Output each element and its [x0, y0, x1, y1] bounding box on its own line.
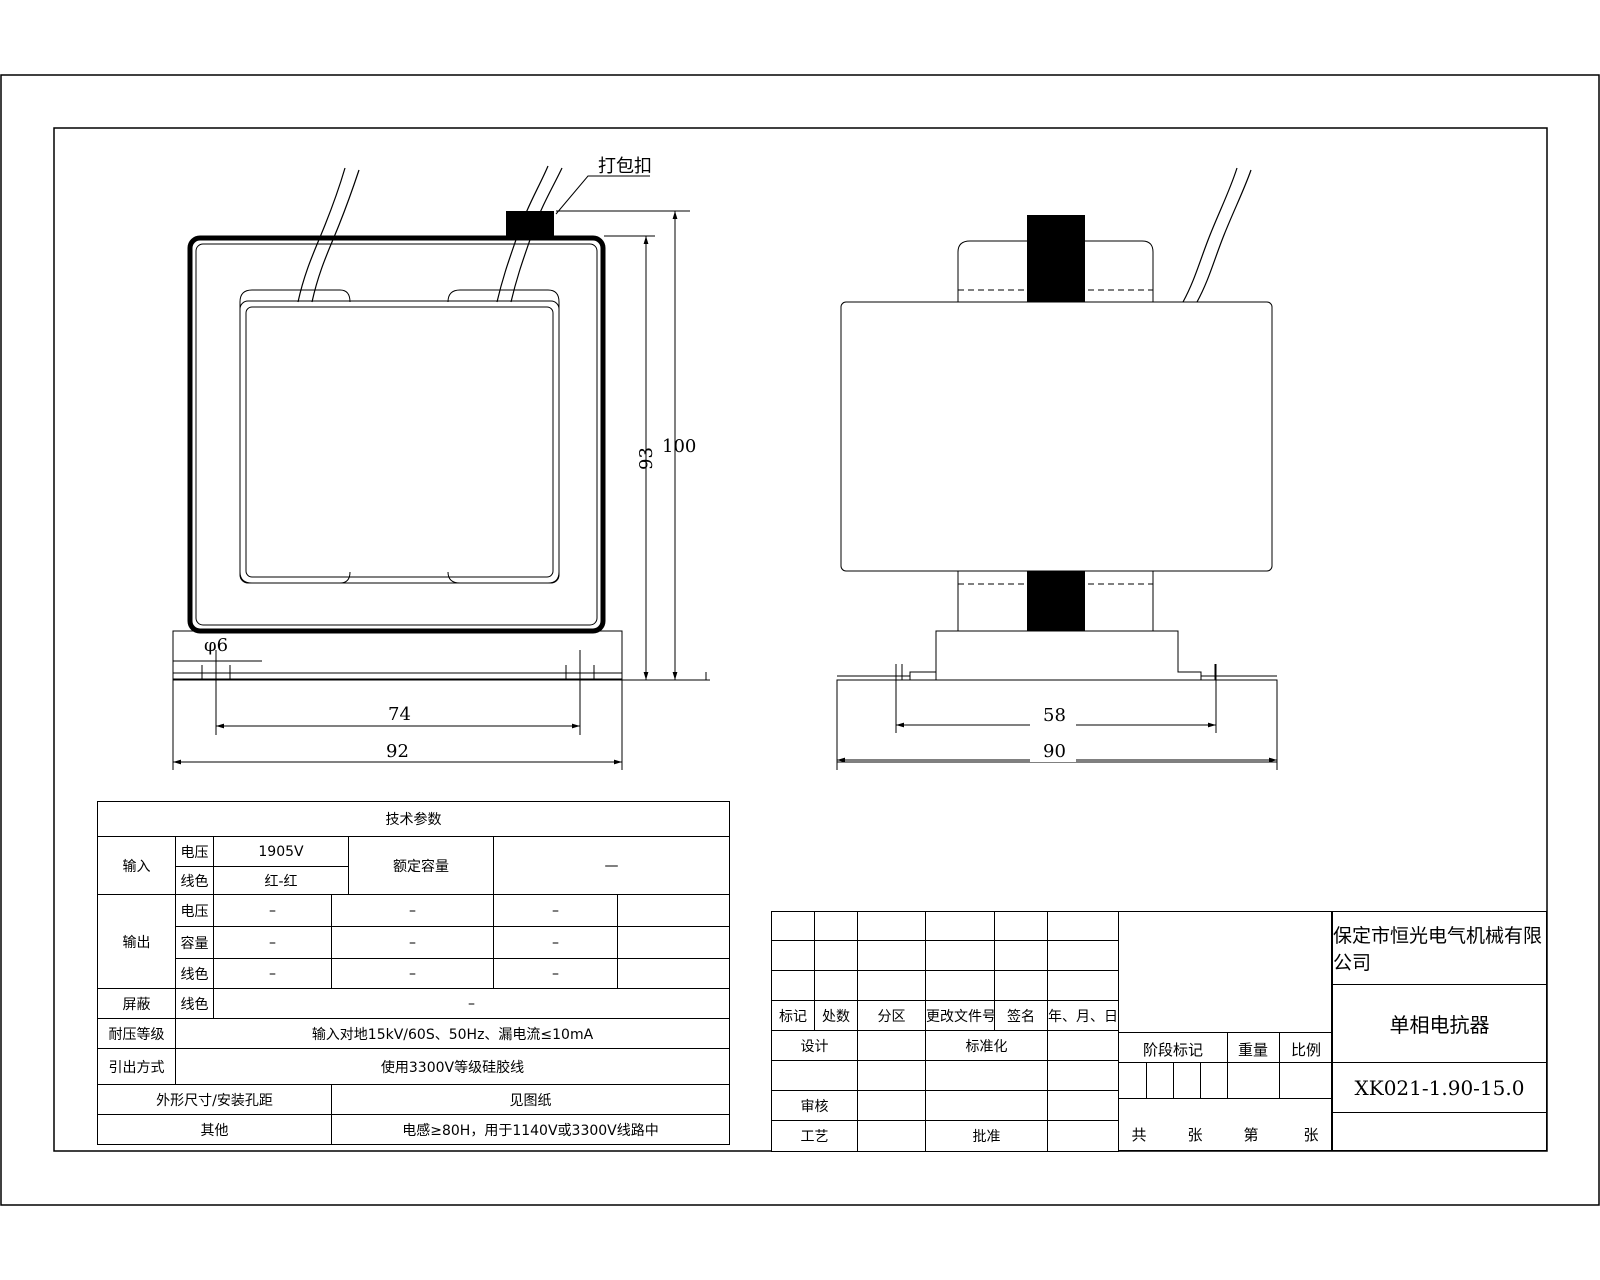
clip-band-bottom — [1027, 571, 1085, 631]
output-cell — [616, 958, 731, 989]
core-frame — [187, 235, 606, 634]
title-block-right: 保定市恒光电气机械有限公司 单相电抗器 XK021-1.90-15.0 — [1332, 911, 1547, 1151]
other-value: 电感≥80H，用于1140V或3300V线路中 — [330, 1114, 731, 1145]
sheets-label-2: 张 — [1303, 1126, 1319, 1144]
output-cell — [616, 926, 731, 959]
weight-label: 重量 — [1237, 1041, 1268, 1059]
output-cell: – — [331, 894, 494, 927]
output-label: 输出 — [97, 894, 176, 989]
output-voltage-label: 电压 — [175, 894, 214, 927]
clip-band-top — [1027, 215, 1085, 302]
output-cell: – — [493, 958, 618, 989]
dim-93: 93 — [636, 447, 657, 470]
dim-phi6: φ6 — [204, 635, 228, 656]
output-capacity-label: 容量 — [175, 926, 214, 959]
output-cell: – — [213, 958, 332, 989]
output-cell: – — [331, 926, 494, 959]
output-cell: – — [213, 894, 332, 927]
dim-90: 90 — [1043, 741, 1066, 762]
input-wire-color-label: 线色 — [175, 866, 214, 895]
stage-mark-label: 阶段标记 — [1142, 1041, 1203, 1059]
side-view — [836, 167, 1278, 770]
input-voltage-label: 电压 — [175, 836, 214, 867]
dim-100: 100 — [662, 436, 696, 457]
output-cell: – — [331, 958, 494, 989]
scale-label: 比例 — [1290, 1041, 1321, 1059]
output-cell — [616, 894, 731, 927]
leadout-value: 使用3300V等级硅胶线 — [174, 1048, 731, 1085]
shield-value: – — [212, 988, 731, 1019]
tech-params-title: 技术参数 — [96, 801, 731, 837]
output-cell: – — [493, 926, 618, 959]
company-name: 保定市恒光电气机械有限公司 — [1333, 912, 1546, 985]
col-header-mark: 标记 — [771, 1000, 815, 1031]
label-package-clip: 打包扣 — [598, 156, 652, 177]
base-plate — [172, 630, 623, 681]
dim-92: 92 — [386, 741, 409, 762]
input-wire-color-value: 红-红 — [213, 866, 349, 895]
row-design: 设计 — [771, 1030, 858, 1061]
col-header-count: 处数 — [814, 1000, 858, 1031]
withstand-label: 耐压等级 — [97, 1018, 176, 1049]
row-process: 工艺 — [771, 1120, 858, 1152]
rated-capacity-value: — — [492, 836, 731, 895]
other-label: 其他 — [97, 1114, 332, 1145]
page-label: 第 — [1243, 1126, 1259, 1144]
shield-wire-color-label: 线色 — [175, 988, 214, 1019]
front-view — [172, 165, 710, 770]
shield-label: 屏蔽 — [97, 988, 176, 1019]
title-block-grid: 标记 处数 分区 更改文件号 签名 年、月、日 设计 标准化 审核 工艺 批准 — [771, 911, 1119, 1152]
rated-capacity-label: 额定容量 — [348, 836, 494, 895]
col-header-date: 年、月、日 — [1047, 1000, 1119, 1031]
row-review: 审核 — [771, 1090, 858, 1121]
title-block-center: 阶段标记 重量 比例 共 张 第 张 — [1118, 911, 1332, 1151]
row-standard: 标准化 — [925, 1030, 1048, 1061]
dim-74: 74 — [388, 704, 411, 725]
dimensions-value: 见图纸 — [330, 1084, 731, 1115]
input-label: 输入 — [97, 836, 176, 895]
coil-window — [239, 300, 560, 584]
coil-body — [840, 301, 1273, 572]
product-name: 单相电抗器 — [1333, 985, 1546, 1063]
dim-58: 58 — [1043, 705, 1066, 726]
drawing-number: XK021-1.90-15.0 — [1333, 1063, 1546, 1113]
dimensions-label: 外形尺寸/安装孔距 — [97, 1084, 332, 1115]
output-cell: – — [213, 926, 332, 959]
sheets-label-1: 张 — [1187, 1126, 1203, 1144]
leadout-label: 引出方式 — [97, 1048, 176, 1085]
package-clip — [506, 211, 554, 239]
tech-params-table: 技术参数 输入 电压 1905V 额定容量 — 线色 红-红 输出 电压 – –… — [96, 801, 731, 1145]
col-header-sign: 签名 — [994, 1000, 1048, 1031]
row-approve: 批准 — [925, 1120, 1048, 1152]
output-cell: – — [493, 894, 618, 927]
col-header-zone: 分区 — [857, 1000, 926, 1031]
withstand-value: 输入对地15kV/60S、50Hz、漏电流≤10mA — [174, 1018, 731, 1049]
input-voltage-value: 1905V — [213, 836, 349, 867]
outer-border — [0, 74, 1600, 1206]
col-header-change-doc: 更改文件号 — [925, 1000, 995, 1031]
output-wire-color-label: 线色 — [175, 958, 214, 989]
total-label: 共 — [1131, 1126, 1147, 1144]
